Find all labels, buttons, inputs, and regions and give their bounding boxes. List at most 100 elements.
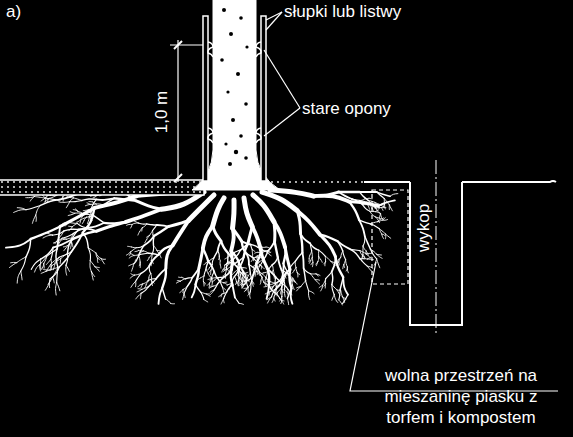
root bbox=[35, 215, 37, 221]
root bbox=[268, 265, 272, 271]
root bbox=[248, 292, 251, 296]
root bbox=[154, 227, 168, 236]
root bbox=[295, 261, 297, 267]
root bbox=[256, 263, 259, 271]
root bbox=[287, 273, 289, 275]
root bbox=[277, 277, 282, 283]
root bbox=[297, 273, 299, 275]
note-label: wolna przestrzeń na mieszaninę piasku z … bbox=[375, 365, 547, 428]
root bbox=[346, 267, 347, 271]
leader-lines bbox=[264, 12, 558, 391]
root bbox=[370, 249, 376, 254]
root bbox=[258, 252, 262, 253]
root bbox=[31, 226, 60, 238]
root bbox=[141, 266, 149, 274]
root bbox=[285, 268, 290, 274]
root bbox=[44, 198, 49, 202]
root bbox=[339, 257, 341, 262]
dimension-line bbox=[177, 40, 178, 182]
root bbox=[136, 293, 141, 299]
root bbox=[262, 247, 266, 248]
root bbox=[43, 264, 44, 268]
root bbox=[147, 224, 157, 225]
root bbox=[66, 265, 69, 271]
root bbox=[219, 256, 221, 261]
root bbox=[95, 266, 99, 268]
root bbox=[129, 255, 134, 258]
root bbox=[266, 277, 268, 280]
root bbox=[241, 280, 243, 284]
root bbox=[339, 300, 343, 305]
root bbox=[280, 296, 282, 301]
root bbox=[367, 254, 371, 258]
root bbox=[295, 253, 302, 262]
root bbox=[233, 228, 242, 241]
root bbox=[131, 220, 135, 221]
dimension-tick bbox=[174, 41, 182, 49]
root bbox=[239, 275, 240, 279]
bark-dot bbox=[222, 8, 226, 12]
root bbox=[301, 234, 311, 243]
root bbox=[370, 249, 376, 259]
root bbox=[260, 273, 263, 274]
root bbox=[325, 256, 330, 261]
root bbox=[272, 222, 276, 242]
root bbox=[66, 253, 68, 265]
root bbox=[61, 253, 68, 258]
root bbox=[204, 300, 208, 302]
root bbox=[314, 192, 339, 196]
part-label: wykop bbox=[413, 204, 434, 252]
root bbox=[149, 254, 152, 258]
root bbox=[276, 285, 280, 287]
root bbox=[150, 274, 152, 281]
root bbox=[379, 229, 385, 234]
root bbox=[136, 245, 144, 247]
root bbox=[325, 284, 326, 288]
root bbox=[226, 266, 228, 269]
root bbox=[101, 258, 105, 260]
root bbox=[310, 243, 319, 250]
root bbox=[320, 235, 338, 242]
extension-line bbox=[170, 44, 203, 45]
root bbox=[134, 221, 138, 223]
bark-dot bbox=[234, 150, 238, 154]
root bbox=[269, 286, 273, 287]
root bbox=[92, 202, 96, 204]
root bbox=[372, 205, 375, 208]
root bbox=[131, 281, 136, 287]
root bbox=[49, 279, 51, 288]
root bbox=[223, 299, 225, 303]
root bbox=[139, 223, 147, 224]
root bbox=[148, 279, 156, 287]
root bbox=[324, 262, 326, 266]
root bbox=[11, 262, 17, 263]
leader-line bbox=[266, 12, 282, 20]
root bbox=[379, 214, 380, 219]
root bbox=[237, 257, 244, 262]
root bbox=[74, 198, 82, 201]
root bbox=[377, 259, 380, 268]
root bbox=[287, 298, 288, 304]
root bbox=[196, 284, 201, 292]
root bbox=[257, 253, 261, 256]
root bbox=[377, 254, 382, 258]
root bbox=[337, 290, 341, 291]
root bbox=[334, 295, 338, 303]
root bbox=[342, 297, 346, 299]
root bbox=[213, 284, 218, 286]
root bbox=[203, 248, 208, 261]
tyre bbox=[208, 128, 213, 143]
root bbox=[351, 250, 360, 251]
root bbox=[226, 262, 228, 264]
root bbox=[352, 199, 360, 200]
part-label: stare opony bbox=[302, 98, 391, 119]
root bbox=[192, 268, 199, 278]
root bbox=[306, 281, 309, 291]
root bbox=[214, 251, 218, 258]
root bbox=[129, 252, 130, 256]
root bbox=[236, 250, 241, 257]
root bbox=[283, 263, 287, 271]
root bbox=[217, 277, 223, 279]
root bbox=[230, 266, 231, 270]
root bbox=[126, 209, 162, 222]
